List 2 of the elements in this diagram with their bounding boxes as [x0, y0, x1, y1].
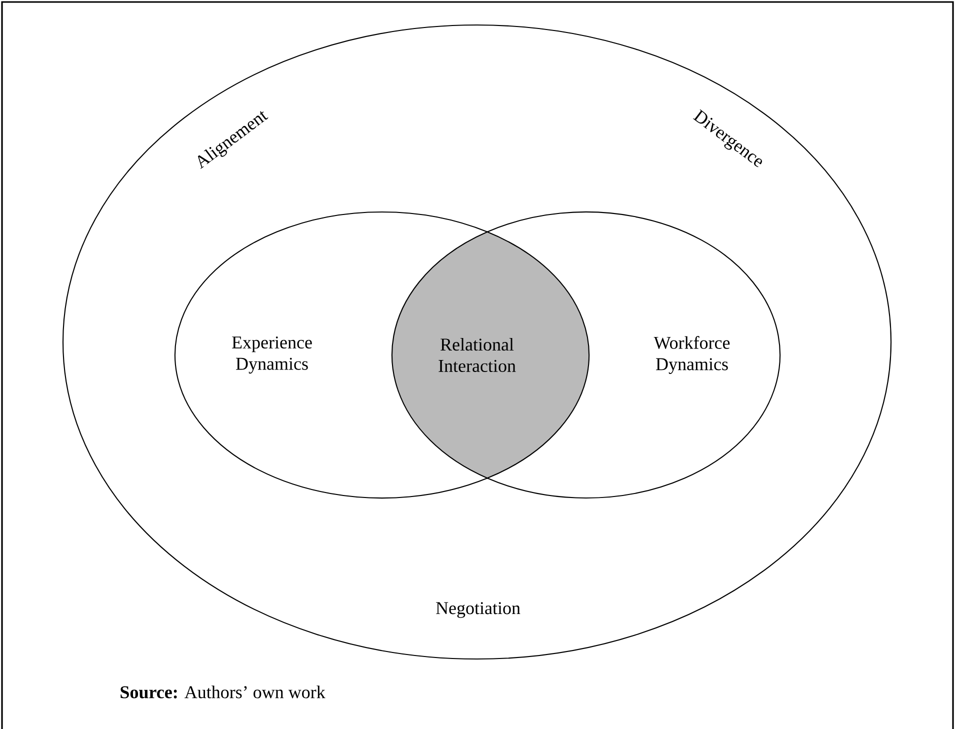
caption: Source: Authors’ own work: [120, 686, 326, 698]
region-label: Negotiation: [436, 602, 520, 618]
